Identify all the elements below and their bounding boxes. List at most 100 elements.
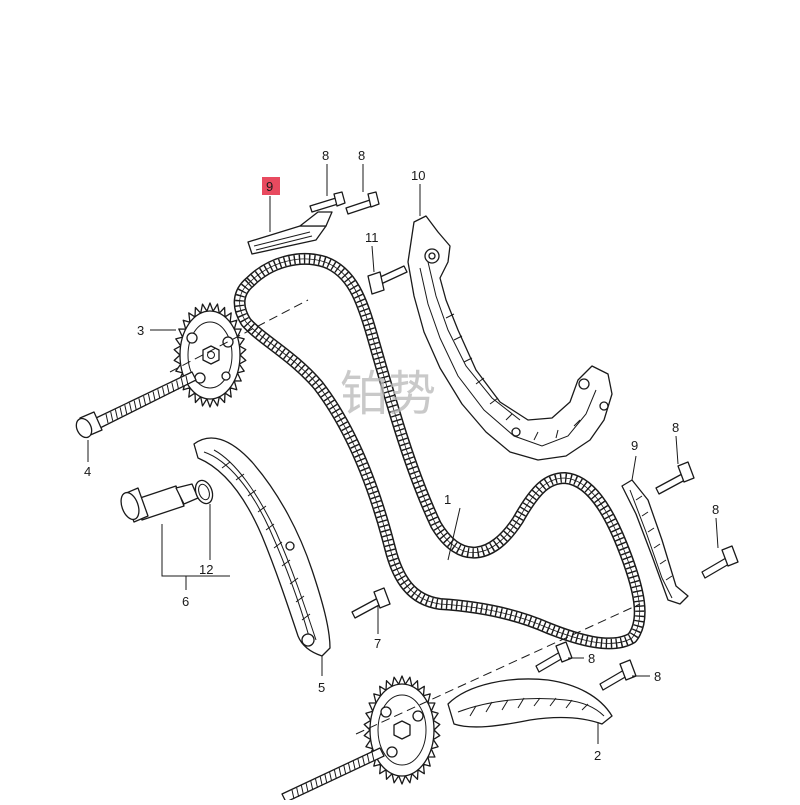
upper-bolt-thread-line [152, 391, 156, 401]
tensioner-rib [281, 559, 291, 567]
top-chain-guide [247, 211, 333, 255]
lower-bolt-thread-line [315, 778, 318, 788]
lower-guide-rib [485, 701, 493, 713]
right-guide-bolt-b [701, 545, 739, 579]
upper-bolt-thread-line [171, 382, 175, 392]
upper-rail-rib [453, 335, 463, 341]
timing-chain [233, 253, 646, 650]
lower-bolt-thread-line [343, 765, 347, 775]
callout-8-e: 8 [588, 651, 595, 666]
upper-bolt-thread-line [143, 395, 147, 406]
upper-bolt-thread-line [185, 375, 189, 386]
tensioner-rail-ribs [221, 461, 311, 621]
lower-sprocket-bolt [281, 747, 385, 803]
right-guide-rib [665, 575, 673, 581]
tensioner-rib [257, 505, 267, 513]
callout-8-c: 8 [672, 420, 679, 435]
lower-bolt-thread-line [324, 774, 328, 784]
lower-bolt-thread-line [329, 771, 333, 782]
upper-bolt-thread-line [162, 387, 165, 397]
tensioner-rib [289, 577, 299, 585]
callout-8-d: 8 [712, 502, 719, 517]
upper-bolt-thread-line [180, 378, 184, 388]
rail-pivot-bolt [367, 265, 408, 295]
upper-rail-rib [475, 377, 485, 385]
upper-bolt-thread-line [114, 409, 118, 419]
upper-rail-rib [573, 419, 581, 427]
callout-2: 2 [594, 748, 601, 763]
upper-bolt-thread-line [110, 411, 114, 421]
lower-bolt-thread-line [296, 787, 300, 797]
chain-tensioner [120, 483, 199, 523]
tensioner-rib [235, 473, 245, 481]
lower-chain-guide [447, 678, 613, 728]
top-guide-bolt-a [309, 191, 346, 213]
right-guide-rib [641, 511, 649, 517]
callout-10: 10 [411, 168, 425, 183]
upper-bolt-thread [105, 375, 189, 424]
callout-1: 1 [444, 492, 451, 507]
upper-bolt-thread-line [124, 404, 128, 415]
lower-centerline [355, 603, 641, 735]
upper-bolt-thread-line [166, 384, 170, 395]
callout-6: 6 [182, 594, 189, 609]
right-guide-rib [647, 527, 655, 533]
callout-5: 5 [318, 680, 325, 695]
right-guide-ribs [635, 495, 673, 581]
callout-labels: 9 8 8 10 11 3 4 1 9 8 8 12 6 7 5 8 8 2 [84, 148, 719, 763]
right-guide-rib [659, 559, 667, 565]
tensioner-rib [265, 523, 275, 531]
lower-guide-rib [549, 697, 557, 707]
lower-bolt-thread-line [357, 758, 361, 768]
upper-bolt-thread-line [147, 393, 151, 404]
lower-guide-rib [533, 697, 541, 707]
lower-guide-rib [501, 699, 509, 711]
callout-9-right: 9 [631, 438, 638, 453]
upper-centerline [169, 299, 309, 373]
lower-bolt-thread-line [310, 780, 314, 791]
tensioner-rib [301, 613, 311, 621]
callout-4: 4 [84, 464, 91, 479]
upper-bolt-thread-line [133, 400, 137, 410]
upper-rail-rib [463, 357, 473, 363]
lower-bolt-thread-line [348, 763, 351, 773]
tensioner-rib [273, 541, 283, 549]
highlight-box [262, 177, 280, 195]
callout-7: 7 [374, 636, 381, 651]
callout-9-top: 9 [266, 179, 273, 194]
lower-bolt-thread-line [338, 767, 342, 777]
upper-rail-rib [555, 429, 559, 439]
lower-guide-rib [517, 697, 525, 709]
lower-guide-bolt-a [535, 641, 573, 673]
upper-bolt-thread-line [105, 413, 109, 424]
upper-rail-ribs [445, 313, 581, 441]
right-guide-rib [635, 495, 643, 501]
tensioner-rib [221, 461, 231, 469]
upper-bolt-thread-line [157, 389, 161, 399]
upper-bolt-thread-line [138, 398, 142, 408]
lower-bolt-thread-line [362, 756, 366, 766]
upper-tensioner-rail [407, 215, 613, 461]
upper-bolt-thread-line [129, 402, 132, 412]
lower-bolt-thread-line [333, 769, 337, 780]
top-guide-bolt-b [345, 191, 380, 215]
seal-ring [194, 479, 214, 505]
tensioner-rib [295, 595, 305, 603]
lower-bolt-thread-line [352, 760, 356, 771]
right-guide-bolt-a [655, 461, 695, 495]
callout-3: 3 [137, 323, 144, 338]
lower-guide-ribs [469, 697, 589, 717]
tensioner-rib [247, 489, 257, 497]
lower-guide-rib [581, 703, 589, 711]
lower-bolt-thread [291, 751, 375, 800]
callout-8-f: 8 [654, 669, 661, 684]
callout-11: 11 [365, 230, 379, 245]
callout-8-a: 8 [322, 148, 329, 163]
lower-guide-bolt-b [599, 659, 637, 691]
upper-rail-rib [489, 397, 499, 405]
lower-bolt-thread-line [319, 776, 323, 786]
lower-guide-rib [565, 699, 573, 709]
callout-12: 12 [199, 562, 213, 577]
lower-bolt-thread-line [366, 754, 370, 764]
